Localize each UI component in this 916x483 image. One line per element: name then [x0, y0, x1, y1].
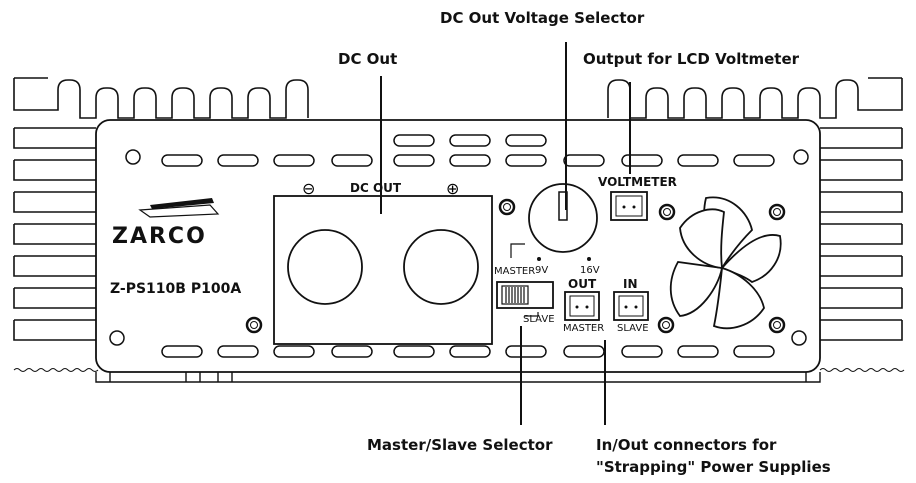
callout-voltage-selector: DC Out Voltage Selector	[440, 9, 645, 27]
callout-inout-line2: "Strapping" Power Supplies	[596, 458, 831, 476]
9v-dot	[537, 257, 541, 261]
heatsink-left-fins	[13, 127, 96, 341]
callout-master-slave: Master/Slave Selector	[367, 436, 553, 454]
dc-out-positive-terminal[interactable]	[403, 229, 479, 305]
heatsink-top-fins	[13, 77, 903, 119]
16v-label: 16V	[580, 265, 600, 276]
16v-dot	[587, 257, 591, 261]
dc-out-label: DC OUT	[350, 181, 402, 195]
switch-grip	[505, 287, 525, 303]
dc-out-negative-terminal[interactable]	[287, 229, 363, 305]
callout-lcd-voltmeter: Output for LCD Voltmeter	[583, 50, 800, 68]
screw-heads	[245, 198, 786, 334]
callout-inout-line1: In/Out connectors for	[596, 436, 777, 454]
heatsink-right-fins	[820, 127, 903, 341]
slave-bracket	[524, 312, 539, 317]
vent-slots	[161, 134, 775, 358]
break-lines	[13, 368, 905, 372]
callout-dc-out: DC Out	[338, 50, 397, 68]
model-number: Z-PS110B P100A	[110, 281, 241, 297]
brand-logo: ZARCO	[112, 198, 220, 249]
in-label: IN	[623, 277, 638, 291]
in-slave-label: SLAVE	[617, 323, 649, 334]
slave-label: SLAVE	[523, 314, 555, 325]
plus-icon: ⊕	[446, 179, 459, 198]
mounting-holes	[109, 149, 809, 346]
out-label: OUT	[568, 277, 597, 291]
brand-name: ZARCO	[112, 224, 207, 249]
out-master-label: MASTER	[563, 323, 604, 334]
cooling-fan	[669, 196, 782, 330]
voltmeter-label: VOLTMETER	[598, 175, 677, 189]
panel-base	[95, 372, 821, 383]
minus-icon: ⊖	[302, 179, 315, 198]
master-bracket	[510, 243, 525, 258]
master-label: MASTER	[494, 266, 535, 277]
callout-leaders	[380, 42, 631, 425]
9v-label: 9V	[535, 265, 548, 276]
